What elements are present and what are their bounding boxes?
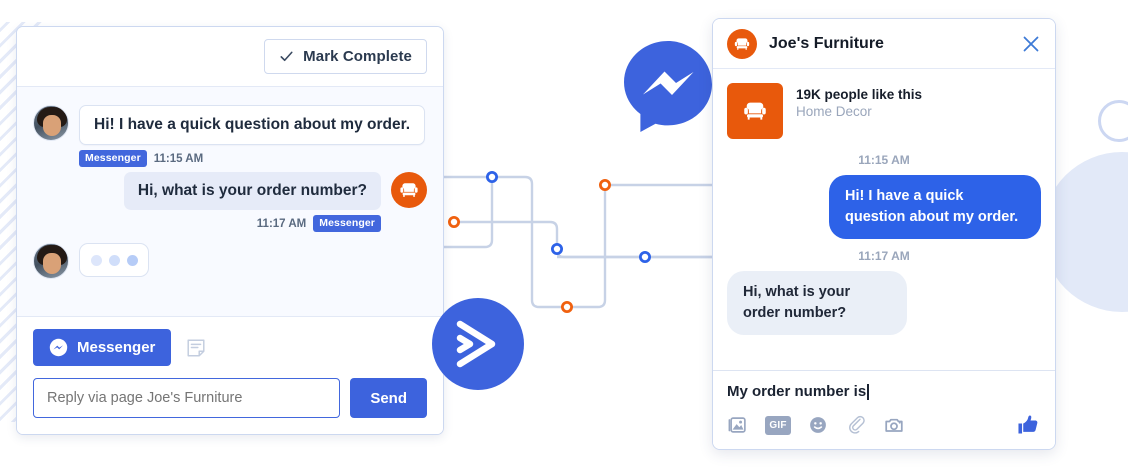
message-draft-text: My order number is: [727, 383, 867, 400]
close-icon[interactable]: [1021, 34, 1041, 54]
send-button[interactable]: Send: [350, 378, 427, 418]
message-row-incoming: Hi! I have a quick question about my ord…: [33, 105, 427, 145]
check-icon: [280, 51, 293, 62]
message-timestamp: 11:15 AM: [858, 153, 910, 167]
typing-dot: [126, 254, 138, 266]
message-row-typing: [33, 243, 427, 279]
messenger-widget-card: Joe's Furniture 19K p: [712, 18, 1056, 450]
armchair-icon: [744, 102, 766, 120]
composer-channel-row: Messenger: [33, 329, 427, 366]
connector-lines: [430, 170, 740, 313]
sprout-social-logo: [432, 298, 524, 390]
thumbs-up-icon[interactable]: [1015, 412, 1041, 438]
message-timestamp: 11:15 AM: [153, 152, 204, 165]
page-info-card: 19K people like this Home Decor: [727, 83, 1041, 139]
gif-icon[interactable]: GIF: [765, 415, 791, 435]
page-info-text: 19K people like this Home Decor: [796, 83, 922, 119]
outgoing-message-bubble: Hi, what is your order number?: [123, 172, 381, 210]
page-logo: [727, 83, 783, 139]
messenger-widget-composer: My order number is GIF: [713, 370, 1055, 449]
channel-badge: Messenger: [79, 150, 147, 167]
reply-input[interactable]: [33, 378, 341, 418]
emoji-icon[interactable]: [807, 414, 829, 436]
messenger-channel-label: Messenger: [77, 339, 156, 356]
page-title: Joe's Furniture: [769, 34, 884, 52]
message-row-outgoing: Hi! I have a quick question about my ord…: [727, 175, 1041, 240]
page-likes-count: 19K people like this: [796, 87, 923, 102]
typing-dot: [90, 254, 102, 266]
messenger-channel-button[interactable]: Messenger: [33, 329, 172, 366]
armchair-icon: [734, 37, 750, 50]
photo-icon[interactable]: [727, 414, 749, 436]
customer-avatar: [33, 243, 69, 279]
message-timestamp: 11:17 AM: [858, 249, 910, 264]
attachment-icon[interactable]: [845, 414, 867, 436]
inbox-toolbar: Mark Complete: [17, 27, 443, 87]
background-ring-decoration: [1098, 100, 1128, 142]
text-caret: [867, 383, 869, 400]
inbox-composer: Messenger Send: [17, 316, 443, 434]
page-category: Home Decor: [796, 104, 872, 119]
mark-complete-label: Mark Complete: [303, 48, 412, 65]
channel-badge: Messenger: [313, 215, 381, 232]
typing-indicator: [79, 243, 149, 277]
typing-dot: [108, 254, 120, 266]
message-timestamp: 11:17 AM: [256, 217, 307, 230]
incoming-message-bubble: Hi! I have a quick question about my ord…: [79, 105, 426, 145]
messenger-widget-header: Joe's Furniture: [713, 19, 1055, 69]
incoming-message-bubble: Hi, what is your order number?: [727, 271, 907, 336]
armchair-icon: [400, 183, 418, 197]
composer-reply-row: Send: [33, 378, 427, 418]
message-row-outgoing: Hi, what is your order number?: [33, 172, 427, 210]
messenger-widget-body: 19K people like this Home Decor 11:15 AM…: [713, 69, 1055, 370]
agent-inbox-card: Mark Complete Hi! I have a quick questio…: [16, 26, 444, 435]
outgoing-message-bubble: Hi! I have a quick question about my ord…: [829, 175, 1041, 240]
messenger-icon: [49, 338, 68, 357]
customer-avatar: [33, 105, 69, 141]
message-draft-field[interactable]: My order number is: [727, 383, 1041, 400]
page-avatar: [727, 28, 757, 59]
mark-complete-button[interactable]: Mark Complete: [264, 39, 427, 74]
brand-avatar: [391, 172, 427, 208]
incoming-message-meta: Messenger 11:15 AM: [79, 150, 427, 167]
inbox-message-thread: Hi! I have a quick question about my ord…: [17, 87, 443, 316]
camera-icon[interactable]: [883, 414, 905, 436]
message-row-incoming: Hi, what is your order number?: [727, 271, 1041, 336]
composer-icon-row: GIF: [727, 412, 1041, 438]
outgoing-message-meta: 11:17 AM Messenger: [33, 215, 381, 232]
note-icon[interactable]: [185, 337, 207, 359]
messenger-logo: [622, 40, 714, 132]
